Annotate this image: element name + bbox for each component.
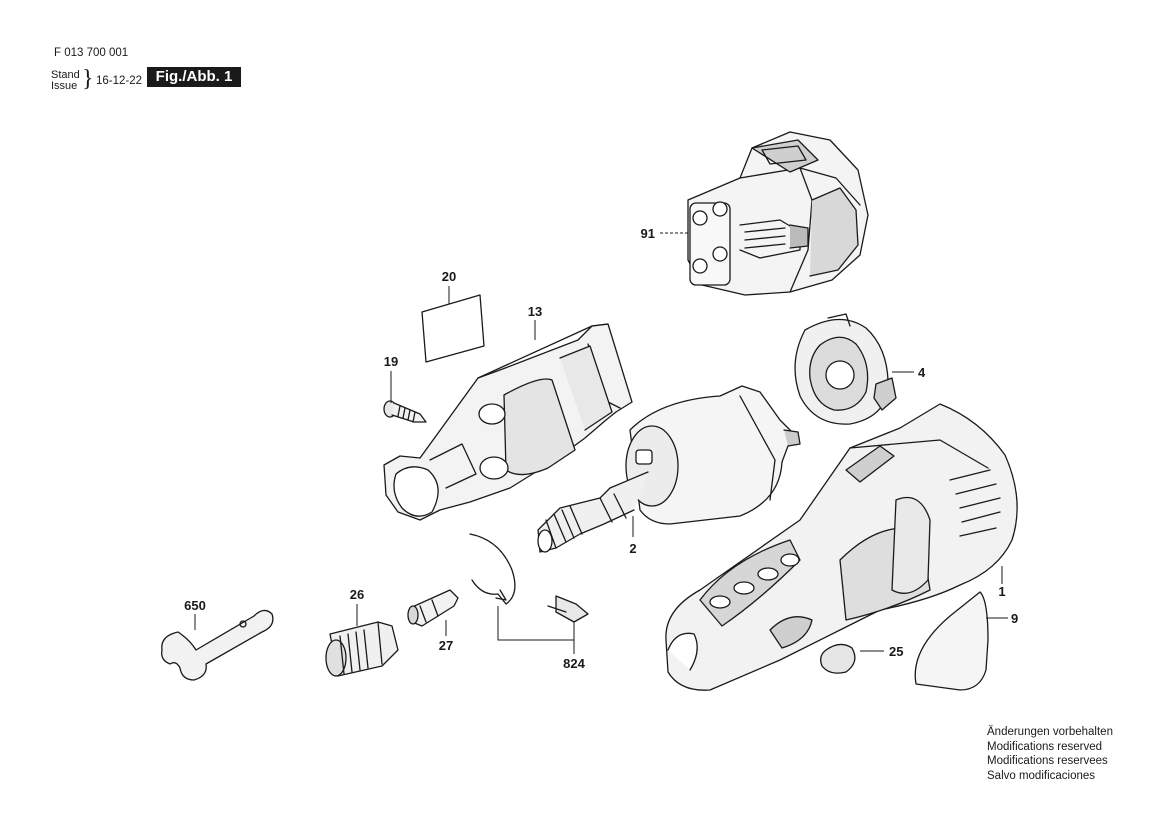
- sanding-pad-drawing: [914, 591, 989, 691]
- battery-pack-drawing: [687, 131, 869, 296]
- part-label-2: 2: [629, 541, 636, 556]
- motor-drawing: [537, 385, 801, 553]
- stand-label: Stand: [51, 69, 80, 81]
- part-label-91: 91: [641, 226, 655, 241]
- screw-drawing: [383, 400, 427, 423]
- part-label-1: 1: [998, 584, 1005, 599]
- notice-line-en: Modifications reserved: [987, 740, 1103, 753]
- brace-glyph: }: [82, 66, 94, 92]
- label-plate-drawing: [421, 294, 485, 363]
- part-label-4: 4: [918, 365, 926, 380]
- collet-drawing: [407, 589, 459, 627]
- notice-line-de: Änderungen vorbehalten: [987, 726, 1113, 738]
- button-drawing: [820, 643, 856, 674]
- main-housing-drawing: [665, 403, 1018, 691]
- figure-label: Fig./Abb. 1: [147, 67, 241, 87]
- retaining-ring-drawing: [469, 533, 589, 623]
- part-label-25: 25: [889, 644, 903, 659]
- part-label-13: 13: [528, 304, 542, 319]
- part-label-27: 27: [439, 638, 453, 653]
- notice-line-fr: Modifications reservees: [987, 755, 1108, 767]
- part-number-labels: 91 20 13 19 4 2 1 650 26 27 824 9 25: [184, 226, 1018, 671]
- wrench-drawing: [161, 609, 274, 681]
- issue-date: 16-12-22: [96, 75, 143, 87]
- collet-nut-drawing: [325, 621, 399, 677]
- part-label-650: 650: [184, 598, 206, 613]
- part-label-20: 20: [442, 269, 456, 284]
- part-label-824: 824: [563, 656, 585, 671]
- notice-line-es: Salvo modificaciones: [987, 769, 1096, 782]
- document-code: F 013 700 001: [54, 47, 129, 59]
- leader-lines: [194, 232, 1008, 654]
- part-label-26: 26: [350, 587, 364, 602]
- housing-shell-drawing: [383, 323, 633, 521]
- part-label-19: 19: [384, 354, 398, 369]
- part-label-9: 9: [1011, 611, 1018, 626]
- modifications-notice: Änderungen vorbehalten Modifications res…: [987, 725, 1113, 783]
- stand-issue-label: Stand Issue: [51, 70, 80, 92]
- issue-label: Issue: [51, 80, 78, 92]
- end-cap-drawing: [794, 313, 897, 425]
